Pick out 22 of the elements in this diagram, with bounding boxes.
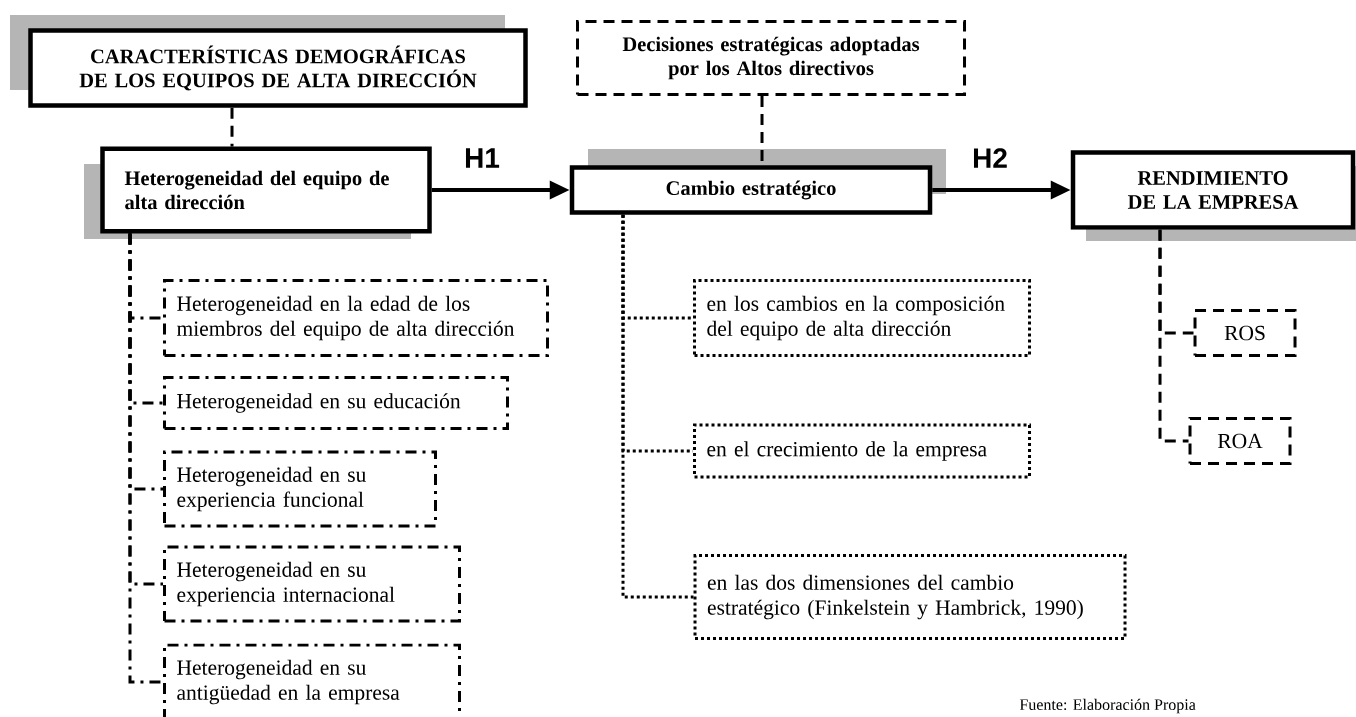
text-box: Decisiones estratégicas adoptadas por los Altos directivos	[576, 20, 966, 96]
text-box: en el crecimiento de la empresa	[693, 423, 1031, 479]
connector	[621, 214, 694, 599]
process-box: Heterogeneidad del equipo de alta dirección	[84, 146, 432, 239]
text-box: Heterogeneidad en su experiencia funcional	[163, 450, 437, 528]
edge-label: H2	[971, 147, 1009, 169]
text-box: ROS	[1193, 309, 1297, 357]
text-box: en las dos dimensiones del cambio estratégico (Finkelstein y Hambrick, 1990)	[693, 554, 1127, 640]
text-box: en los cambios en la composición del equipo de alta dirección	[693, 279, 1031, 357]
process-box: RENDIMIENTO DE LA EMPRESA	[1070, 150, 1356, 241]
text-box: Heterogeneidad en la edad de los miembros del equipo de alta dirección	[163, 279, 549, 357]
edge-label: H1	[463, 147, 501, 169]
connector	[230, 107, 234, 147]
text-box: ROA	[1188, 417, 1292, 465]
text-box: Heterogeneidad en su antigüedad en la empresa	[163, 643, 461, 717]
connector	[128, 233, 163, 684]
text-box: Heterogeneidad en su educación	[163, 376, 509, 430]
text-box: Heterogeneidad en su experiencia internacional	[163, 545, 461, 623]
connector	[1158, 229, 1189, 443]
process-box: CARACTERÍSTICAS DEMOGRÁFICAS DE LOS EQUIPOS DE ALTA DIRECCIÓN	[10, 15, 528, 108]
caption: Fuente: Elaboración Propia	[1019, 698, 1196, 714]
process-box: Cambio estratégico	[569, 149, 946, 215]
